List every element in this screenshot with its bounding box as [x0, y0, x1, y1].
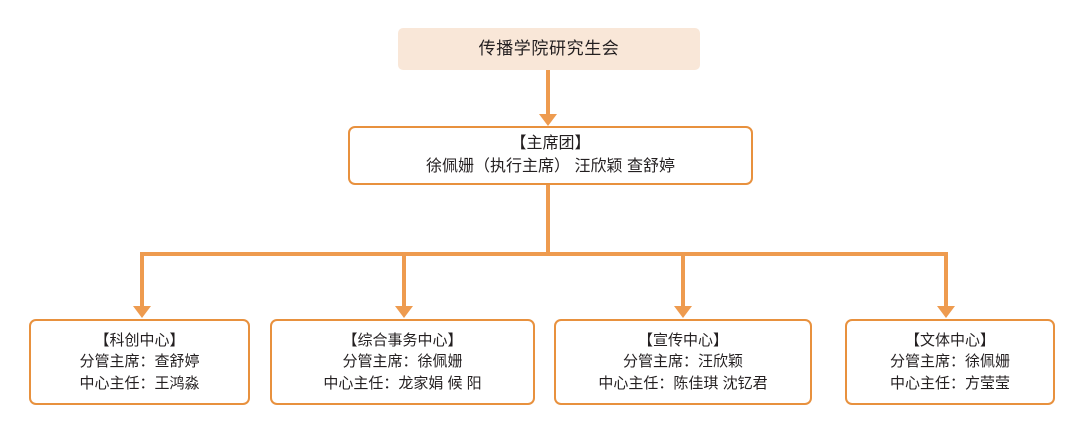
node-center-heading: 【科创中心】: [94, 332, 185, 350]
edge-to-center-4-line: [944, 252, 948, 310]
node-presidium: 【主席团】 徐佩姗（执行主席） 汪欣颖 查舒婷: [348, 126, 753, 185]
edge-to-center-3-arrow-icon: [674, 306, 692, 318]
node-center-kechuang: 【科创中心】 分管主席：查舒婷 中心主任：王鸿淼: [29, 319, 250, 405]
node-center-heading: 【宣传中心】: [637, 332, 728, 350]
edge-to-center-4-arrow-icon: [937, 306, 955, 318]
node-center-director: 中心主任：龙家娟 候 阳: [323, 374, 482, 392]
node-center-xuanchuan: 【宣传中心】 分管主席：汪欣颖 中心主任：陈佳琪 沈钇君: [554, 319, 812, 405]
node-center-deputy-chair: 分管主席：徐佩姗: [342, 353, 463, 371]
node-center-deputy-chair: 分管主席：汪欣颖: [622, 353, 743, 371]
edge-to-center-1-arrow-icon: [133, 306, 151, 318]
node-center-director: 中心主任：陈佳琪 沈钇君: [598, 374, 768, 392]
edge-to-center-2-line: [402, 252, 406, 310]
node-presidium-heading: 【主席团】: [510, 134, 591, 152]
node-center-wenti: 【文体中心】 分管主席：徐佩姗 中心主任：方莹莹: [845, 319, 1055, 405]
edge-root-to-presidium-line: [546, 70, 550, 114]
node-center-deputy-chair: 分管主席：徐佩姗: [889, 353, 1010, 371]
node-center-heading: 【综合事务中心】: [342, 332, 463, 350]
node-root-organization: 传播学院研究生会: [398, 28, 700, 70]
edge-to-center-1-line: [140, 252, 144, 310]
node-center-zonghe: 【综合事务中心】 分管主席：徐佩姗 中心主任：龙家娟 候 阳: [270, 319, 535, 405]
edge-presidium-trunk: [546, 185, 550, 254]
edge-root-to-presidium-arrow-icon: [539, 114, 557, 126]
node-center-director: 中心主任：王鸿淼: [79, 374, 200, 392]
node-center-deputy-chair: 分管主席：查舒婷: [79, 353, 200, 371]
node-root-title: 传播学院研究生会: [478, 38, 620, 58]
node-center-director: 中心主任：方莹莹: [889, 374, 1010, 392]
node-center-heading: 【文体中心】: [904, 332, 995, 350]
edge-to-center-3-line: [681, 252, 685, 310]
edge-to-center-2-arrow-icon: [395, 306, 413, 318]
node-presidium-members: 徐佩姗（执行主席） 汪欣颖 查舒婷: [426, 157, 675, 175]
edge-distributor-bar: [140, 252, 948, 256]
